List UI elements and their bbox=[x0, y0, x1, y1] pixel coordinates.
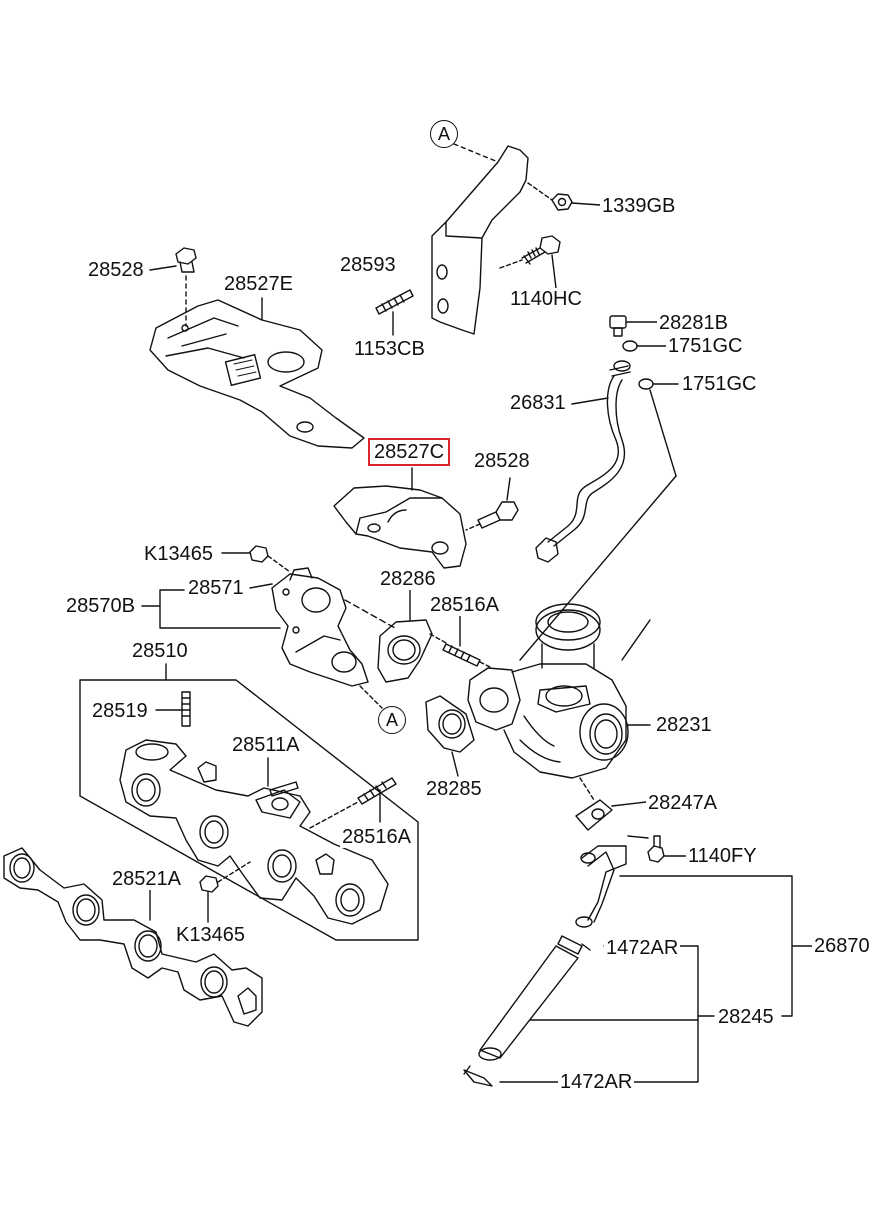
label-28570B[interactable]: 28570B bbox=[64, 595, 137, 617]
turbocharger-28231[interactable] bbox=[467, 603, 629, 779]
stud-1153CB[interactable] bbox=[375, 289, 414, 315]
label-26831[interactable]: 26831 bbox=[508, 392, 568, 414]
bracket-28593[interactable] bbox=[431, 145, 529, 335]
bolt-28528-mid[interactable] bbox=[477, 501, 519, 529]
label-28511A[interactable]: 28511A bbox=[230, 734, 302, 756]
gasket-28521A[interactable] bbox=[3, 847, 263, 1027]
bolt-1140FY[interactable] bbox=[647, 835, 665, 863]
label-28231[interactable]: 28231 bbox=[654, 714, 714, 736]
clamp-1472AR-top[interactable] bbox=[557, 935, 591, 955]
oil-feed-pipe-26831[interactable] bbox=[535, 365, 631, 563]
label-28245[interactable]: 28245 bbox=[716, 1006, 776, 1028]
bolt-28528-top[interactable] bbox=[175, 247, 197, 273]
label-1751GC-a[interactable]: 1751GC bbox=[666, 335, 745, 357]
exhaust-outlet-28571[interactable] bbox=[271, 567, 369, 687]
label-28593[interactable]: 28593 bbox=[338, 254, 398, 276]
label-1140FY[interactable]: 1140FY bbox=[686, 845, 759, 867]
label-1472AR-top[interactable]: 1472AR bbox=[604, 937, 681, 959]
label-1339GB[interactable]: 1339GB bbox=[600, 195, 678, 217]
label-1751GC-b[interactable]: 1751GC bbox=[680, 373, 759, 395]
hose-28245[interactable] bbox=[478, 945, 579, 1061]
label-28516A-top[interactable]: 28516A bbox=[428, 594, 501, 616]
oil-return-pipe-26870[interactable] bbox=[575, 845, 627, 928]
label-K13465-bottom[interactable]: K13465 bbox=[174, 924, 247, 946]
label-28281B[interactable]: 28281B bbox=[657, 312, 730, 334]
label-28527E[interactable]: 28527E bbox=[222, 273, 295, 295]
label-26870[interactable]: 26870 bbox=[812, 935, 872, 957]
ref-mark-a-bottom: A bbox=[378, 706, 406, 734]
label-28247A[interactable]: 28247A bbox=[646, 792, 719, 814]
clamp-1472AR-bottom[interactable] bbox=[463, 1065, 493, 1087]
label-28285[interactable]: 28285 bbox=[424, 778, 484, 800]
heat-shield-28527C[interactable] bbox=[333, 485, 467, 569]
gasket-28285[interactable] bbox=[425, 695, 475, 753]
label-28510[interactable]: 28510 bbox=[130, 640, 190, 662]
gasket-28247A[interactable] bbox=[575, 799, 613, 831]
stud-28516A-bottom[interactable] bbox=[357, 777, 397, 805]
label-1472AR-bottom[interactable]: 1472AR bbox=[558, 1071, 635, 1093]
label-28528-top[interactable]: 28528 bbox=[86, 259, 146, 281]
label-1140HC[interactable]: 1140HC bbox=[508, 288, 584, 310]
exhaust-manifold-28510[interactable] bbox=[119, 739, 389, 925]
label-28571[interactable]: 28571 bbox=[186, 577, 246, 599]
label-K13465-top[interactable]: K13465 bbox=[142, 543, 215, 565]
nut-K13465-top[interactable] bbox=[249, 545, 269, 563]
label-28516A-bottom[interactable]: 28516A bbox=[340, 826, 413, 848]
bolt-1140HC[interactable] bbox=[521, 235, 561, 265]
label-28528-mid[interactable]: 28528 bbox=[472, 450, 532, 472]
heat-shield-28527E[interactable] bbox=[149, 299, 365, 449]
label-1153CB[interactable]: 1153CB bbox=[352, 338, 427, 360]
nut-1339GB[interactable] bbox=[551, 193, 573, 211]
nut-K13465-bottom[interactable] bbox=[199, 875, 219, 893]
gasket-28286[interactable] bbox=[377, 619, 433, 683]
washer-1751GC-a[interactable] bbox=[622, 340, 638, 352]
ref-mark-a-top: A bbox=[430, 120, 458, 148]
stud-28516A-top[interactable] bbox=[442, 643, 481, 667]
plug-28281B[interactable] bbox=[609, 315, 627, 337]
label-28521A[interactable]: 28521A bbox=[110, 868, 183, 890]
washer-1751GC-b[interactable] bbox=[638, 378, 654, 390]
label-28286[interactable]: 28286 bbox=[378, 568, 438, 590]
stud-28519[interactable] bbox=[181, 691, 191, 727]
stud-28511A[interactable] bbox=[269, 781, 299, 797]
manifold-group-frame bbox=[79, 679, 419, 941]
label-28527C-selected[interactable]: 28527C bbox=[368, 438, 451, 466]
label-28519[interactable]: 28519 bbox=[90, 700, 150, 722]
